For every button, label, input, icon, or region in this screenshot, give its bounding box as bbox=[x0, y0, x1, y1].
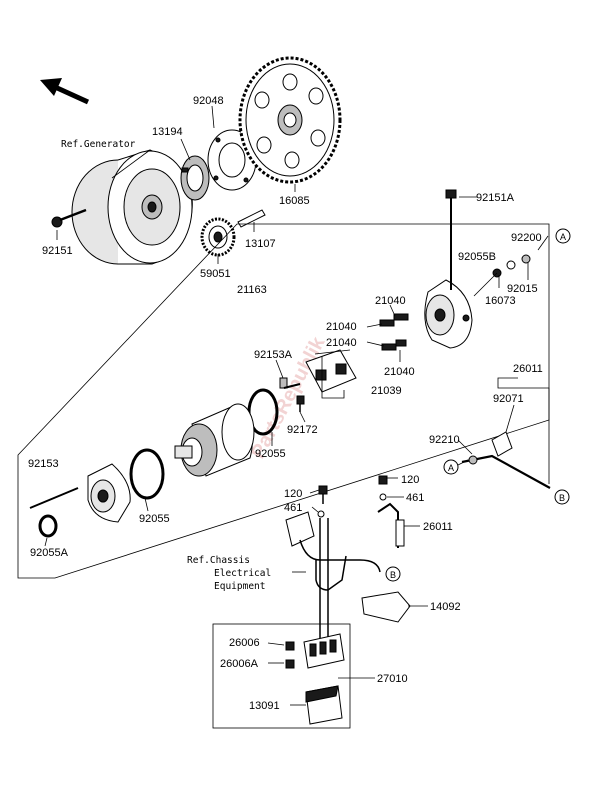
oring-92055A bbox=[38, 514, 58, 538]
label-26006: 26006 bbox=[229, 637, 260, 649]
label-461-right: 461 bbox=[406, 492, 424, 504]
bolt-92153 bbox=[29, 487, 79, 509]
label-16073: 16073 bbox=[485, 295, 516, 307]
part-labels: 92048 13194 16085 92151 13107 59051 9215… bbox=[28, 95, 543, 712]
label-92071: 92071 bbox=[493, 393, 524, 405]
label-92015: 92015 bbox=[507, 283, 538, 295]
svg-text:A: A bbox=[560, 232, 566, 242]
label-59051: 59051 bbox=[200, 268, 231, 280]
fuse-26006A bbox=[285, 659, 295, 669]
label-13107: 13107 bbox=[245, 238, 276, 250]
label-120-left: 120 bbox=[284, 488, 302, 500]
oring-92055-front bbox=[129, 448, 165, 500]
label-27010: 27010 bbox=[377, 673, 408, 685]
callout-a-top: A bbox=[555, 228, 571, 244]
nut-92015 bbox=[521, 254, 531, 264]
starter-cable-26011 bbox=[461, 431, 551, 489]
starter-gear-large bbox=[238, 56, 342, 184]
label-21040-d: 21040 bbox=[384, 366, 415, 378]
washer-461-left bbox=[317, 510, 325, 518]
ref-chassis-line-3: Equipment bbox=[214, 581, 265, 592]
label-92210: 92210 bbox=[429, 434, 460, 446]
starter-front-cover bbox=[87, 463, 131, 523]
bolt-92153A bbox=[279, 377, 301, 389]
relay-box-outline bbox=[212, 623, 351, 729]
label-92151: 92151 bbox=[42, 245, 73, 257]
label-92153: 92153 bbox=[28, 458, 59, 470]
label-26006A: 26006A bbox=[220, 658, 259, 670]
svg-text:B: B bbox=[559, 493, 565, 503]
label-92055-rear: 92055 bbox=[255, 448, 286, 460]
label-92172: 92172 bbox=[287, 424, 318, 436]
label-92055A: 92055A bbox=[30, 547, 69, 559]
label-13091: 13091 bbox=[249, 700, 280, 712]
label-92153A: 92153A bbox=[254, 349, 293, 361]
cable-26011-bracket bbox=[497, 377, 550, 484]
label-21040-a: 21040 bbox=[375, 295, 406, 307]
bolt-120-left bbox=[318, 485, 328, 504]
leader-21039 bbox=[321, 356, 345, 399]
starter-clutch bbox=[180, 155, 210, 201]
generator-rotor bbox=[71, 149, 193, 265]
label-16085: 16085 bbox=[279, 195, 310, 207]
label-14092: 14092 bbox=[430, 601, 461, 613]
long-bolt-92151A bbox=[445, 189, 457, 290]
idler-gear bbox=[200, 217, 236, 257]
cable-26011-lower bbox=[377, 502, 405, 548]
label-92048: 92048 bbox=[193, 95, 224, 107]
washer-92200 bbox=[506, 260, 516, 270]
label-21163: 21163 bbox=[237, 284, 267, 296]
callout-a-mid: A bbox=[443, 459, 459, 475]
washer-461-right bbox=[379, 493, 387, 501]
ref-chassis-line-1: Ref.Chassis bbox=[187, 555, 250, 566]
callout-b-right: B bbox=[554, 489, 570, 505]
relay-connector bbox=[285, 511, 315, 547]
wire-harness bbox=[299, 518, 381, 640]
label-461-left: 461 bbox=[284, 502, 302, 514]
label-13194: 13194 bbox=[152, 126, 183, 138]
direction-arrow-icon bbox=[40, 78, 90, 105]
label-92151A: 92151A bbox=[476, 192, 515, 204]
ref-generator: Ref.Generator bbox=[61, 139, 136, 150]
brush-holder bbox=[305, 349, 357, 393]
label-120-right: 120 bbox=[401, 474, 419, 486]
label-92055-front: 92055 bbox=[139, 513, 170, 525]
callout-b-lower: B bbox=[385, 566, 401, 582]
leader-lines bbox=[44, 105, 549, 706]
screw-92172 bbox=[296, 395, 305, 412]
ref-chassis-line-2: Electrical bbox=[214, 568, 271, 579]
starter-end-cover bbox=[424, 279, 473, 349]
label-21040-b: 21040 bbox=[326, 321, 357, 333]
label-21039: 21039 bbox=[371, 385, 402, 397]
fuse-26006 bbox=[285, 641, 295, 651]
shaft-pin bbox=[237, 209, 266, 228]
bolt-92151 bbox=[51, 208, 87, 228]
relay-holder-13091 bbox=[305, 685, 343, 725]
brush-set bbox=[379, 313, 409, 351]
svg-text:A: A bbox=[448, 463, 454, 473]
label-26011-lower: 26011 bbox=[423, 521, 453, 533]
starter-yoke bbox=[174, 403, 255, 477]
label-21040-c: 21040 bbox=[326, 337, 357, 349]
svg-text:B: B bbox=[390, 570, 396, 580]
label-92200: 92200 bbox=[511, 232, 542, 244]
starter-motor-outline bbox=[17, 223, 550, 579]
bolt-120-right bbox=[378, 475, 388, 485]
label-26011-top: 26011 bbox=[513, 363, 543, 375]
relay-cover-14092 bbox=[361, 591, 411, 623]
starter-relay-27010 bbox=[303, 633, 345, 669]
label-92055B: 92055B bbox=[458, 251, 496, 263]
